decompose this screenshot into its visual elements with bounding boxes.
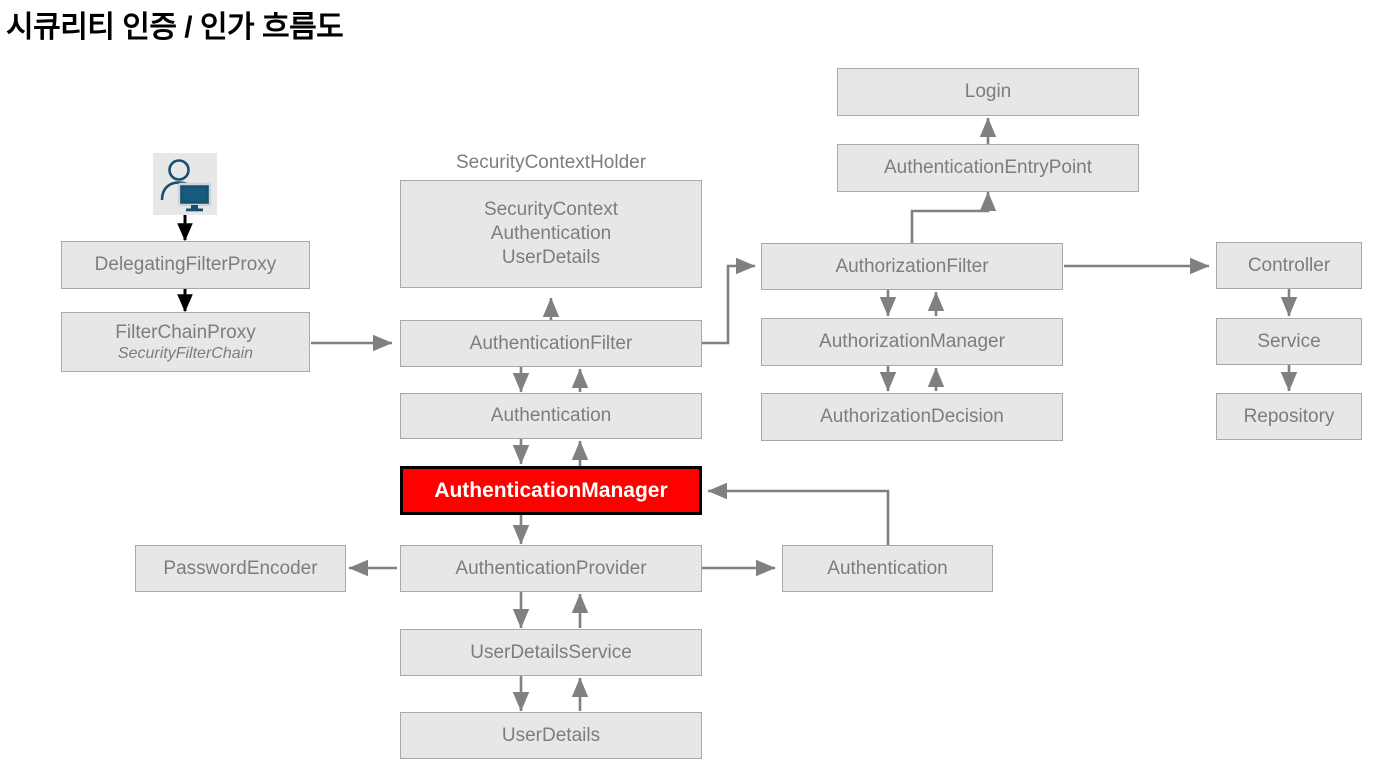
node-label: FilterChainProxy	[115, 321, 256, 343]
node-label: AuthorizationDecision	[820, 406, 1004, 428]
node-security-context[interactable]: SecurityContext Authentication UserDetai…	[400, 180, 702, 288]
user-computer-icon	[153, 153, 217, 215]
node-label: PasswordEncoder	[163, 557, 318, 579]
node-delegating-filter-proxy[interactable]: DelegatingFilterProxy	[61, 241, 310, 289]
node-label: Service	[1257, 330, 1321, 352]
node-label: AuthenticationProvider	[455, 557, 647, 579]
node-filter-chain-proxy[interactable]: FilterChainProxy SecurityFilterChain	[61, 312, 310, 372]
node-repository[interactable]: Repository	[1216, 393, 1362, 440]
node-label: Authentication	[490, 405, 612, 427]
node-authentication-entry-point[interactable]: AuthenticationEntryPoint	[837, 144, 1139, 192]
node-label: AuthenticationFilter	[469, 332, 633, 354]
node-login[interactable]: Login	[837, 68, 1139, 116]
node-label: AuthorizationManager	[819, 331, 1005, 353]
node-authentication-manager[interactable]: AuthenticationManager	[400, 466, 702, 515]
node-label: Repository	[1243, 405, 1335, 427]
node-password-encoder[interactable]: PasswordEncoder	[135, 545, 346, 592]
node-label: AuthenticationManager	[434, 478, 668, 502]
node-user-details[interactable]: UserDetails	[400, 712, 702, 759]
node-label: DelegatingFilterProxy	[94, 254, 277, 276]
edge-authorizationfilter-authenticationentrypoint	[910, 191, 997, 243]
node-label: UserDetailsService	[470, 641, 632, 663]
node-label: UserDetails	[501, 724, 601, 746]
page-title: 시큐리티 인증 / 인가 흐름도	[6, 11, 344, 44]
node-authorization-filter[interactable]: AuthorizationFilter	[761, 243, 1063, 290]
node-label-line-3: UserDetails	[501, 246, 601, 268]
node-label-line-1: SecurityContext	[483, 199, 619, 221]
group-label-securitycontextholder: SecurityContextHolder	[455, 152, 647, 173]
node-label: AuthorizationFilter	[835, 255, 989, 277]
node-label: AuthenticationEntryPoint	[883, 157, 1093, 179]
node-user-details-service[interactable]: UserDetailsService	[400, 629, 702, 676]
node-sublabel: SecurityFilterChain	[117, 344, 254, 362]
node-label: Controller	[1247, 254, 1331, 276]
edge-authenticationfilter-authorizationfilter	[702, 257, 756, 345]
node-label-line-2: Authentication	[490, 223, 612, 245]
node-label: Login	[964, 81, 1012, 103]
node-authorization-decision[interactable]: AuthorizationDecision	[761, 393, 1063, 441]
node-authentication-center[interactable]: Authentication	[400, 393, 702, 439]
edge-authenticationright-authenticationmanager	[707, 482, 890, 545]
node-label: Authentication	[827, 557, 948, 579]
node-authorization-manager[interactable]: AuthorizationManager	[761, 318, 1063, 366]
node-authentication-right[interactable]: Authentication	[782, 545, 993, 592]
node-service[interactable]: Service	[1216, 318, 1362, 365]
node-authentication-filter[interactable]: AuthenticationFilter	[400, 320, 702, 367]
node-authentication-provider[interactable]: AuthenticationProvider	[400, 545, 702, 592]
node-controller[interactable]: Controller	[1216, 242, 1362, 289]
